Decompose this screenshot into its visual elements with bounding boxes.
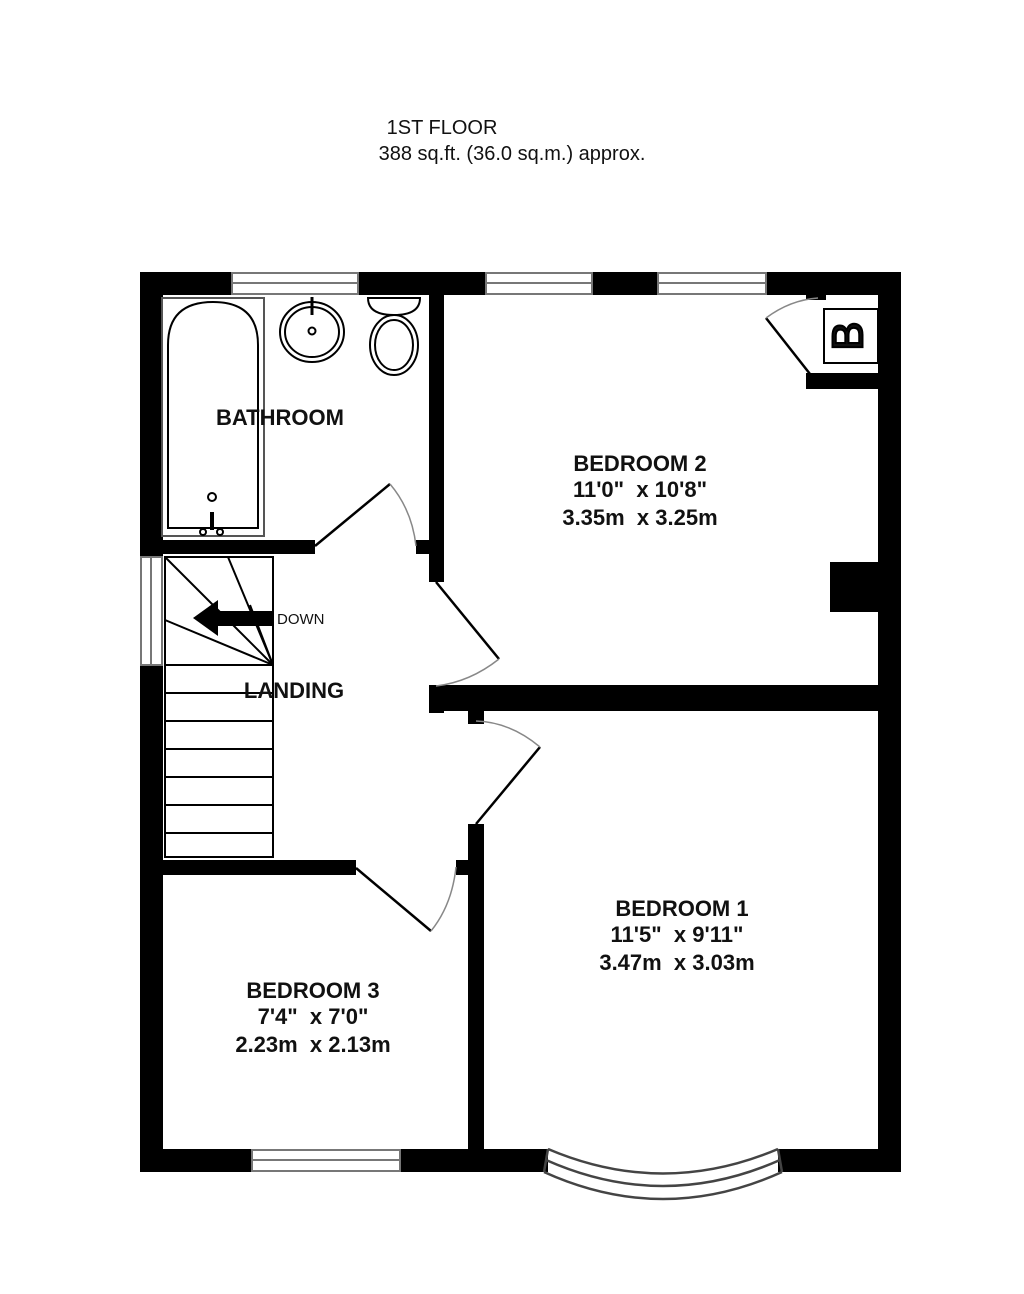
bedroom3-imperial: 7'4" x 7'0" xyxy=(258,1004,369,1029)
room-bedroom-1: BEDROOM 1 11'5" x 9'11" 3.47m x 3.03m xyxy=(599,896,754,975)
wash-basin xyxy=(279,297,345,363)
room-bedroom-3: BEDROOM 3 7'4" x 7'0" 2.23m x 2.13m xyxy=(235,978,390,1057)
staircase xyxy=(164,556,274,858)
toilet xyxy=(366,297,422,376)
floor-area: 388 sq.ft. (36.0 sq.m.) approx. xyxy=(378,143,646,165)
bedroom1-imperial: 11'5" x 9'11" xyxy=(611,922,744,947)
outer-walls xyxy=(140,272,901,1172)
bedroom3-metric: 2.23m x 2.13m xyxy=(235,1032,390,1057)
boiler-symbol: B xyxy=(824,321,873,350)
bedroom3-name: BEDROOM 3 xyxy=(246,978,379,1003)
bedroom1-metric: 3.47m x 3.03m xyxy=(599,950,754,975)
boiler-cupboard: B xyxy=(765,297,879,375)
bath-tub xyxy=(161,297,265,537)
windows xyxy=(140,272,767,1172)
down-arrow-icon xyxy=(193,600,272,636)
room-bathroom: BATHROOM xyxy=(216,405,344,430)
doors xyxy=(314,483,541,932)
bay-window xyxy=(542,1147,784,1201)
stairs-down-label: DOWN xyxy=(277,611,325,628)
bathroom-label: BATHROOM xyxy=(216,405,344,430)
bedroom2-name: BEDROOM 2 xyxy=(573,451,706,476)
floor-title: 1ST FLOOR xyxy=(386,117,498,139)
landing-label: LANDING xyxy=(244,678,344,703)
bedroom2-metric: 3.35m x 3.25m xyxy=(562,505,717,530)
room-bedroom-2: BEDROOM 2 11'0" x 10'8" 3.35m x 3.25m xyxy=(562,451,717,530)
interior-walls xyxy=(140,272,901,1172)
room-landing: LANDING xyxy=(244,678,344,703)
bedroom1-name: BEDROOM 1 xyxy=(615,896,748,921)
bedroom2-imperial: 11'0" x 10'8" xyxy=(573,477,707,502)
